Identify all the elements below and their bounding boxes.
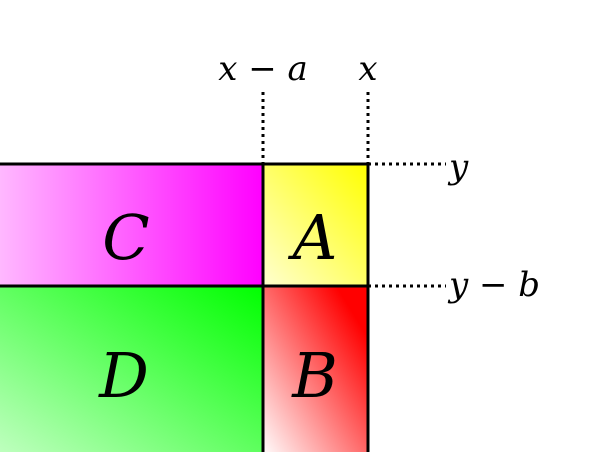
region-d	[0, 286, 263, 452]
dotted-guides	[261, 92, 446, 288]
region-borders	[0, 162, 370, 452]
region-c	[0, 164, 263, 286]
region-label-b: B	[291, 339, 338, 412]
label-x-minus-a: x − a	[218, 49, 308, 89]
region-label-a: A	[288, 201, 338, 274]
label-y-minus-b: y − b	[447, 265, 540, 305]
region-b	[263, 286, 368, 452]
region-a	[263, 164, 368, 286]
region-label-c: C	[102, 201, 149, 274]
label-y: y	[447, 147, 469, 187]
label-x: x	[358, 49, 377, 89]
region-label-d: D	[98, 339, 149, 412]
